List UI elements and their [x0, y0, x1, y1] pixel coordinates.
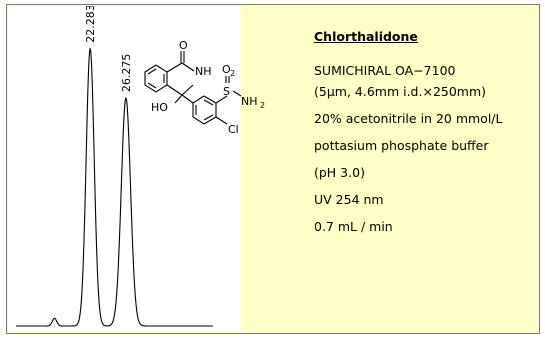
nh2-subscript: 2: [260, 101, 265, 110]
peak-label-1: 22.283: [84, 6, 97, 43]
peak-label-2: 26.275: [120, 54, 133, 93]
condition-column-spec: (5μm, 4.6mm i.d.×250mm): [314, 84, 487, 99]
chromatogram: 22.283 26.275: [16, 6, 213, 327]
nh-label: NH: [195, 65, 212, 78]
condition-detection: UV 254 nm: [314, 192, 384, 207]
condition-buffer: pottasium phosphate buffer: [314, 138, 489, 153]
sulfonyl-oxygen-subscript: 2: [230, 69, 235, 78]
ho-label: HO: [151, 101, 168, 114]
structure-bonds: [144, 51, 242, 125]
compound-title: Chlorthalidone: [314, 29, 418, 44]
sulfur-label: S: [223, 85, 230, 98]
carbonyl-oxygen-label: O: [179, 39, 188, 52]
condition-ph: (pH 3.0): [314, 165, 365, 180]
condition-flow-rate: 0.7 mL / min: [314, 219, 393, 234]
chlorine-label: Cl: [228, 123, 239, 136]
chemical-structure: O NH HO O 2 S NH 2 Cl: [144, 39, 265, 136]
chromatogram-panel: 22.283 26.275: [8, 6, 241, 331]
nh2-label: NH: [241, 95, 258, 108]
figure-panel: 22.283 26.275: [6, 4, 540, 334]
method-conditions: Chlorthalidone SUMICHIRAL OA−7100 (5μm, …: [314, 29, 540, 237]
condition-mobile-phase: 20% acetonitrile in 20 mmol/L: [314, 111, 503, 126]
sulfonyl-oxygen-label: O: [222, 63, 231, 76]
condition-column: SUMICHIRAL OA−7100: [314, 63, 456, 78]
chromatogram-trace: [16, 47, 213, 327]
